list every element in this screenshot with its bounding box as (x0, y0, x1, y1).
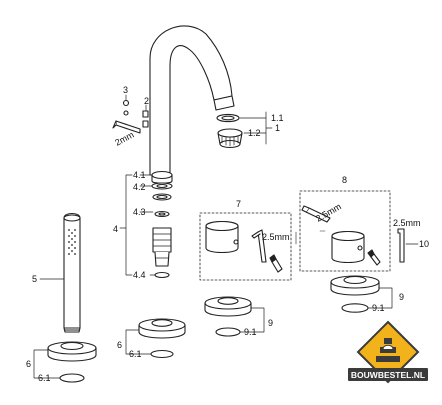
screw-3 (122, 99, 130, 116)
aerator-1-1 (216, 113, 240, 123)
label-8: 8 (342, 175, 347, 185)
label-6-1-middle: 6.1 (129, 349, 142, 359)
label-1-2: 1.2 (248, 128, 261, 138)
handle-8 (301, 205, 381, 266)
label-4-2: 4.2 (133, 182, 146, 192)
label-5: 5 (32, 274, 37, 284)
label-4: 4 (113, 224, 118, 234)
spout (149, 25, 235, 176)
label-10: 10 (419, 239, 429, 249)
label-9-middle: 9 (268, 318, 273, 328)
label-key-7: 2.5mm (262, 232, 290, 242)
label-9-1-right: 9.1 (372, 303, 385, 313)
handle-group-8-box (299, 190, 391, 272)
label-2: 2 (144, 96, 149, 106)
flange-9-middle (204, 296, 252, 337)
label-3: 3 (123, 85, 128, 95)
label-4-1: 4.1 (133, 170, 146, 180)
flange-9-right (330, 275, 380, 313)
bouwbestel-logo: BOUWBESTEL.NL (348, 320, 428, 384)
label-1-1: 1.1 (271, 113, 284, 123)
grub-screw-2 (142, 110, 149, 128)
handle-group-7-box (199, 212, 292, 281)
handle-7 (205, 220, 283, 273)
label-key-10: 2.5mm (393, 218, 421, 228)
label-4-4: 4.4 (133, 270, 146, 280)
label-7: 7 (236, 199, 241, 209)
aerator-1-2 (217, 128, 243, 149)
label-key-2mm: 2mm (113, 130, 135, 148)
allen-key-2mm (112, 120, 141, 134)
flange-6-middle (138, 318, 186, 359)
label-4-3: 4.3 (133, 207, 146, 217)
hand-shower-5 (63, 212, 81, 333)
logo-text: BOUWBESTEL.NL (351, 370, 425, 380)
label-6-middle: 6 (117, 340, 122, 350)
diverter-assembly-4 (151, 170, 173, 279)
label-9-right: 9 (399, 292, 404, 302)
label-6-1-left: 6.1 (38, 373, 51, 383)
allen-key-10 (397, 228, 405, 263)
label-9-1-middle: 9.1 (244, 327, 257, 337)
label-1: 1 (275, 123, 280, 133)
label-6-left: 6 (26, 359, 31, 369)
flange-6-left (47, 341, 97, 383)
